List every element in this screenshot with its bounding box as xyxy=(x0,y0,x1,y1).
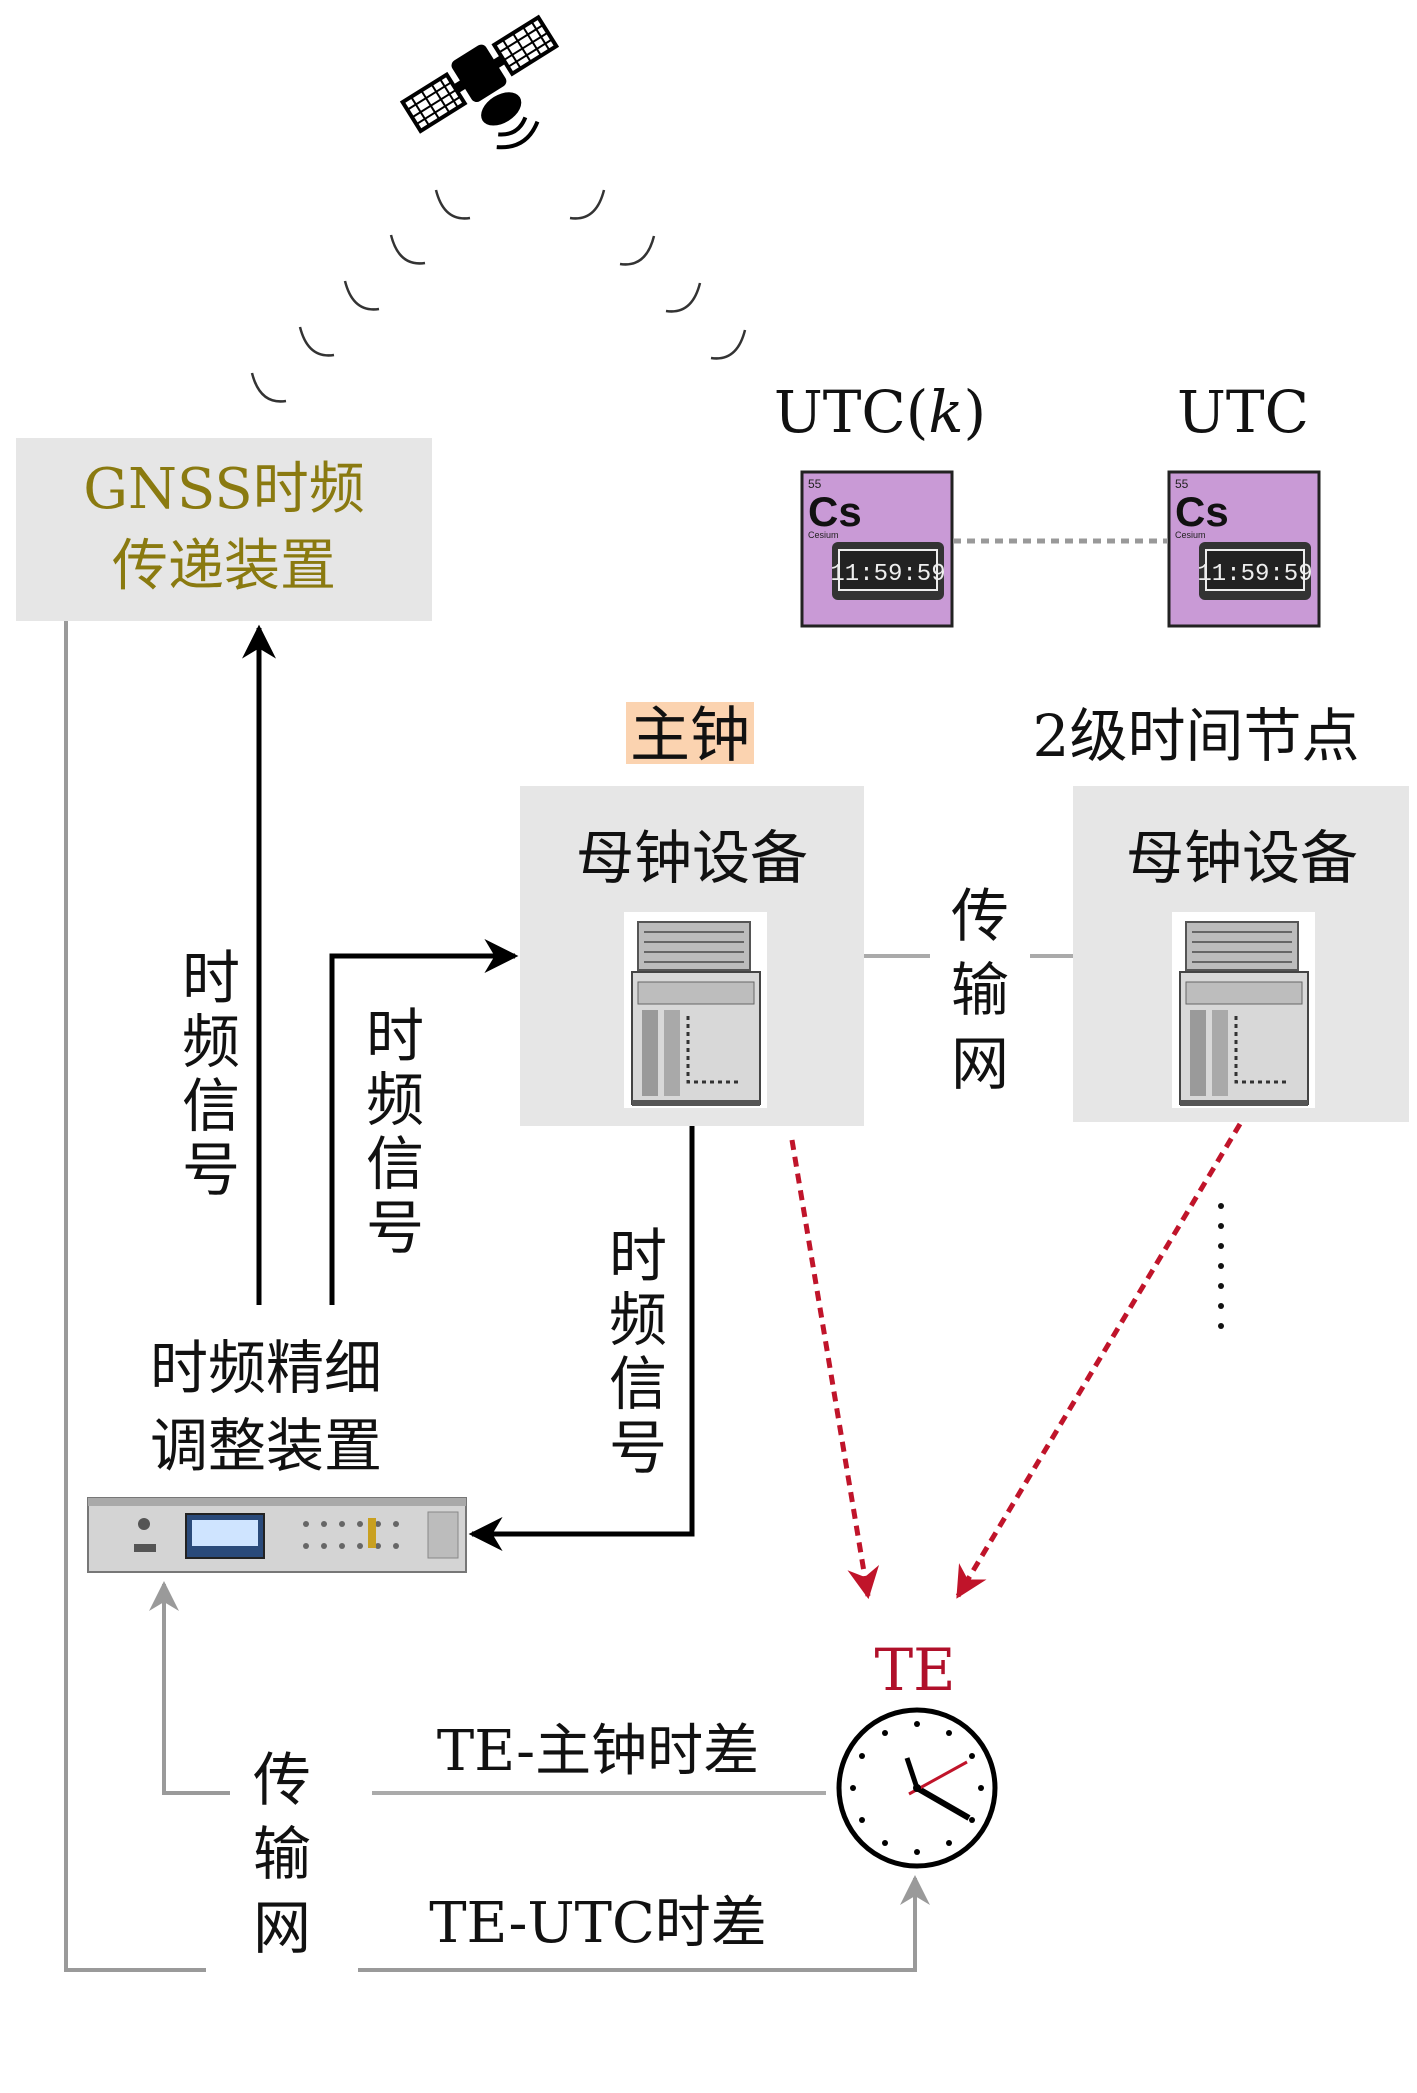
te-master-diff-label: TE-主钟时差 xyxy=(437,1719,759,1784)
finetune-label-line1: 时频精细 xyxy=(150,1334,382,1402)
svg-text:11:59:59: 11:59:59 xyxy=(1197,561,1312,588)
master-device-label: 母钟设备 xyxy=(576,824,808,892)
signal-label-mid-1: 时 xyxy=(366,1002,424,1070)
signal-label-left-2: 频 xyxy=(182,1008,240,1076)
gray-line-gnss-to-bottom xyxy=(64,621,206,1972)
gray-arrow-to-finetune xyxy=(149,1581,230,1795)
svg-text:Cesium: Cesium xyxy=(1175,530,1206,540)
signal-label-right-4: 号 xyxy=(609,1414,667,1482)
signal-waves-right xyxy=(569,189,747,360)
finetune-label-line2: 调整装置 xyxy=(150,1412,382,1480)
master-title-highlight xyxy=(626,702,754,764)
satellite-icon xyxy=(399,14,560,150)
gnss-box xyxy=(16,438,432,621)
signal-label-left-1: 时 xyxy=(182,944,240,1012)
signal-label-right-3: 信 xyxy=(609,1350,667,1418)
te-utc-diff-label: TE-UTC时差 xyxy=(429,1891,767,1956)
utc-label: UTC xyxy=(1177,378,1309,446)
cesium-clock-icon: 55 Cs Cesium 11:59:59 xyxy=(1167,470,1321,628)
utc-k-label: UTC(k) xyxy=(774,378,986,446)
signal-label-mid-3: 信 xyxy=(366,1130,424,1198)
svg-text:55: 55 xyxy=(1175,477,1189,491)
signal-waves-left xyxy=(250,189,471,403)
svg-text:55: 55 xyxy=(808,477,822,491)
red-dashed-level2-to-te xyxy=(955,1122,1243,1599)
signal-label-right-1: 时 xyxy=(609,1222,667,1290)
transport-label-mid-2: 输 xyxy=(951,956,1009,1024)
clock-icon xyxy=(836,1707,998,1869)
transport-label-bottom-1: 传 xyxy=(253,1746,311,1814)
signal-label-right-2: 频 xyxy=(609,1286,667,1354)
signal-label-mid-2: 频 xyxy=(366,1066,424,1134)
cesium-clock-icon: 55 Cs Cesium 11:59:59 xyxy=(800,470,954,628)
gray-arrow-to-te xyxy=(358,1875,930,1972)
svg-text:Cs: Cs xyxy=(1175,488,1229,535)
transport-label-mid-3: 网 xyxy=(951,1030,1009,1098)
level2-device-label: 母钟设备 xyxy=(1126,824,1358,892)
signal-label-left-4: 号 xyxy=(182,1136,240,1204)
red-dashed-master-to-te xyxy=(789,1139,880,1600)
svg-text:Cesium: Cesium xyxy=(808,530,839,540)
gnss-label-line2: 传递装置 xyxy=(112,534,336,599)
level2-title: 2级时间节点 xyxy=(1033,702,1360,770)
signal-label-mid-4: 号 xyxy=(366,1194,424,1262)
transport-label-mid-1: 传 xyxy=(951,882,1009,950)
master-clock-equipment-icon xyxy=(624,912,767,1108)
master-title: 主钟 xyxy=(630,701,750,771)
te-label: TE xyxy=(874,1636,955,1704)
svg-text:11:59:59: 11:59:59 xyxy=(830,561,945,588)
finetune-device-icon xyxy=(87,1497,467,1573)
ellipsis-dots xyxy=(1218,1203,1224,1329)
svg-text:Cs: Cs xyxy=(808,488,862,535)
arrow-master-to-finetune xyxy=(468,1126,695,1551)
master-clock-equipment-icon xyxy=(1172,912,1315,1108)
transport-label-bottom-3: 网 xyxy=(253,1894,311,1962)
arrow-to-master xyxy=(329,939,519,1305)
transport-label-bottom-2: 输 xyxy=(253,1820,311,1888)
gnss-label-line1: GNSS时频 xyxy=(83,457,364,522)
signal-label-left-3: 信 xyxy=(182,1072,240,1140)
